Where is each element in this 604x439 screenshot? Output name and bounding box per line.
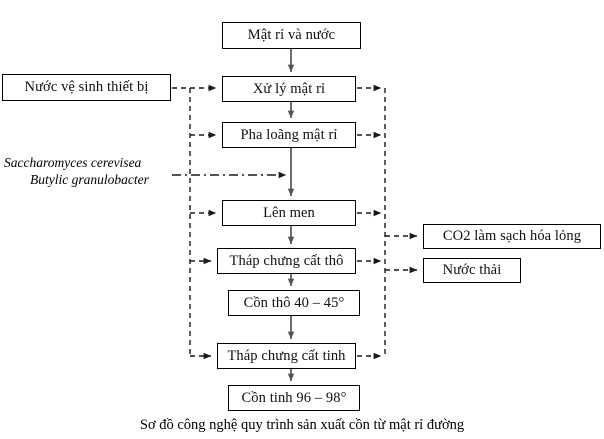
label-microbe-culture: Saccharomyces cerevisea Butylic granulob… <box>4 155 149 189</box>
node-label: Tháp chưng cất thô <box>229 252 344 269</box>
node-label: Nước thải <box>442 262 502 279</box>
node-label: Cồn tinh 96 – 98° <box>241 389 347 406</box>
node-nuoc-thai[interactable]: Nước thải <box>423 258 521 283</box>
node-label: Nước vệ sinh thiết bị <box>24 79 149 96</box>
node-xu-ly-mat-ri[interactable]: Xử lý mật rỉ <box>222 76 356 102</box>
node-thap-chung-cat-tinh[interactable]: Tháp chưng cất tinh <box>217 343 356 369</box>
node-label: Tháp chưng cất tinh <box>227 347 346 364</box>
microbe-species-2: Butylic granulobacter <box>30 171 149 187</box>
node-pha-loang-mat-ri[interactable]: Pha loãng mật rỉ <box>222 122 356 148</box>
node-len-men[interactable]: Lên men <box>222 200 356 226</box>
node-con-tinh[interactable]: Cồn tinh 96 – 98° <box>228 385 360 411</box>
node-label: Pha loãng mật rỉ <box>240 126 338 143</box>
node-label: Mật rỉ và nước <box>247 27 336 44</box>
node-mat-ri-va-nuoc[interactable]: Mật rỉ và nước <box>222 22 361 49</box>
node-thap-chung-cat-tho[interactable]: Tháp chưng cất thô <box>217 248 356 274</box>
diagram-caption: Sơ đồ công nghệ quy trình sản xuất cồn t… <box>139 417 465 433</box>
node-label: CO2 làm sạch hóa lỏng <box>442 228 582 245</box>
node-label: Xử lý mật rỉ <box>252 80 326 97</box>
left-input-bus <box>172 84 217 360</box>
node-label: Lên men <box>263 204 315 221</box>
microbe-species-1: Saccharomyces cerevisea <box>4 155 142 170</box>
node-co2-lam-sach-hoa-long[interactable]: CO2 làm sạch hóa lỏng <box>423 224 601 249</box>
node-nuoc-ve-sinh-thiet-bi[interactable]: Nước vệ sinh thiết bị <box>2 74 171 101</box>
right-waste-bus <box>357 84 418 360</box>
node-label: Cồn thô 40 – 45° <box>243 294 345 311</box>
node-con-tho[interactable]: Cồn thô 40 – 45° <box>228 290 360 316</box>
